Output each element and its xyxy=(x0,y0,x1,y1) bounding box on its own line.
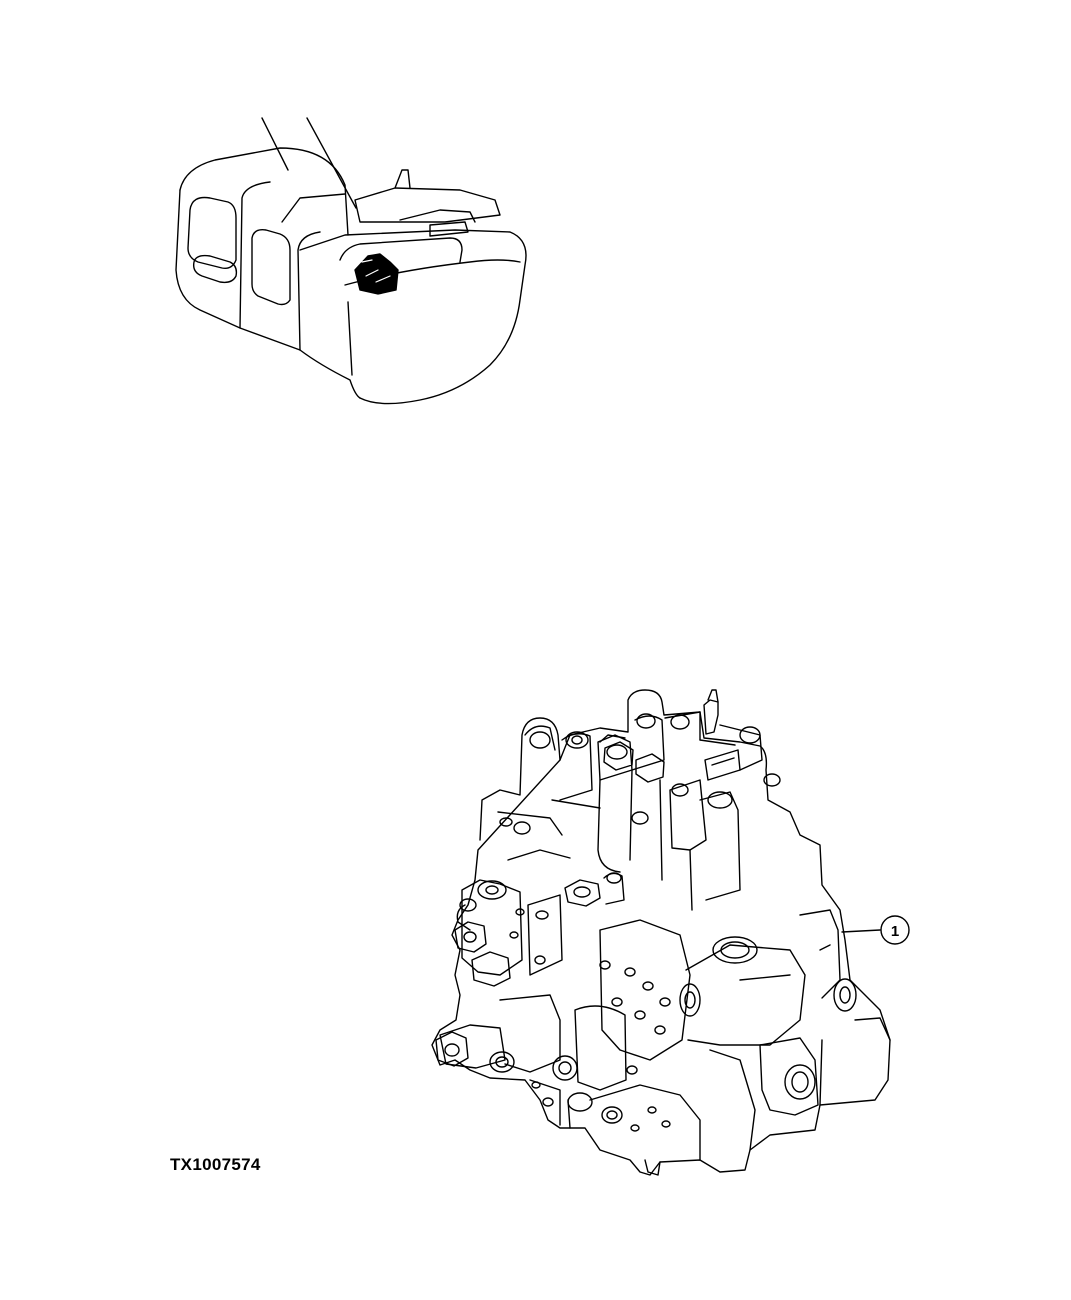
callout-leader-line xyxy=(842,930,880,932)
figure-id: TX1007574 xyxy=(170,1155,261,1174)
callout-circle xyxy=(881,916,909,944)
callout-label-1: 1 xyxy=(891,923,899,940)
excavator-locator-view xyxy=(176,118,526,404)
callout-1 xyxy=(842,916,909,944)
control-valve-assembly xyxy=(432,690,890,1175)
